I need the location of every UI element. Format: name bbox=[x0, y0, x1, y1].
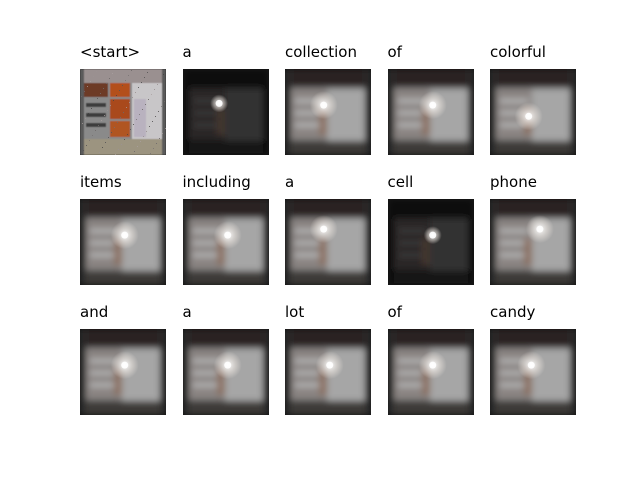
attention-map bbox=[182, 329, 269, 415]
token-word: candy bbox=[490, 303, 536, 321]
token-cell: lot bbox=[285, 300, 371, 430]
source-image bbox=[80, 69, 166, 155]
token-cell: of bbox=[387, 40, 474, 170]
token-word: collection bbox=[285, 43, 357, 61]
token-cell: a bbox=[285, 170, 371, 300]
token-word: lot bbox=[285, 303, 305, 321]
attention-map bbox=[490, 329, 576, 415]
attention-map bbox=[387, 199, 474, 285]
token-cell: collection bbox=[285, 40, 371, 170]
attention-map bbox=[387, 329, 474, 415]
token-cell: <start> bbox=[80, 40, 166, 170]
attention-map bbox=[490, 69, 576, 155]
token-word: of bbox=[387, 43, 402, 61]
attention-map bbox=[182, 69, 269, 155]
token-word: and bbox=[80, 303, 109, 321]
token-cell: items bbox=[80, 170, 166, 300]
attention-grid: <start> a collection of colorful items includi… bbox=[80, 40, 576, 430]
token-word: colorful bbox=[490, 43, 546, 61]
token-word: items bbox=[80, 173, 122, 191]
attention-map bbox=[285, 329, 371, 415]
token-word: phone bbox=[490, 173, 537, 191]
attention-map bbox=[80, 329, 166, 415]
token-cell: candy bbox=[490, 300, 576, 430]
token-cell: colorful bbox=[490, 40, 576, 170]
token-word: of bbox=[387, 303, 402, 321]
token-cell: cell bbox=[387, 170, 474, 300]
token-cell: a bbox=[182, 40, 269, 170]
token-word: including bbox=[182, 173, 251, 191]
attention-map bbox=[387, 69, 474, 155]
token-word: a bbox=[182, 303, 192, 321]
token-cell: of bbox=[387, 300, 474, 430]
attention-map bbox=[490, 199, 576, 285]
token-word: a bbox=[285, 173, 295, 191]
token-cell: phone bbox=[490, 170, 576, 300]
token-word: cell bbox=[387, 173, 414, 191]
token-cell: including bbox=[182, 170, 269, 300]
attention-map bbox=[80, 199, 166, 285]
attention-map bbox=[285, 69, 371, 155]
token-word: <start> bbox=[80, 43, 141, 61]
token-cell: a bbox=[182, 300, 269, 430]
attention-map bbox=[285, 199, 371, 285]
token-word: a bbox=[182, 43, 192, 61]
token-cell: and bbox=[80, 300, 166, 430]
attention-map bbox=[182, 199, 269, 285]
